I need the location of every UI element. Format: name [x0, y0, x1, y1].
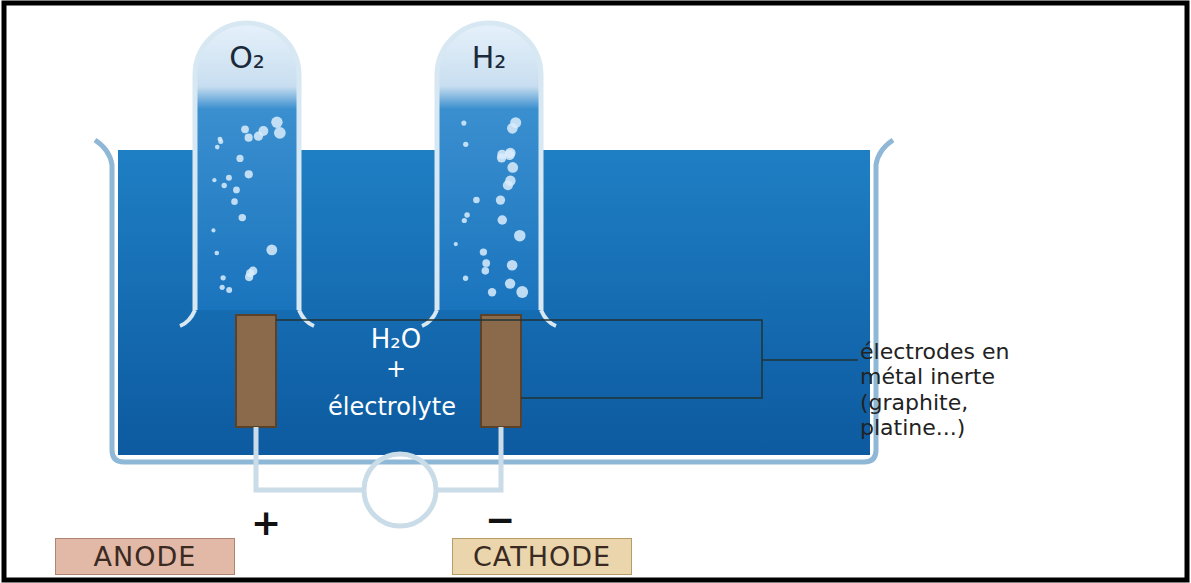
electrode-callout: électrodes en métal inerte (graphite, pl… — [860, 339, 1030, 440]
terminal-name: ANODE — [94, 541, 197, 572]
polarity-sign: + — [251, 502, 281, 543]
electrolyte-label: électrolyte — [328, 394, 456, 422]
generator-symbol — [364, 454, 436, 526]
plus-label: + — [386, 356, 406, 384]
frame — [4, 3, 1187, 580]
terminal-name: CATHODE — [473, 541, 611, 572]
gas-bubbles — [211, 117, 528, 298]
anode-electrode — [236, 315, 276, 427]
terminal-tag: ANODE — [55, 538, 235, 575]
cathode-electrode — [481, 315, 521, 427]
polarity-sign: − — [485, 499, 515, 540]
formula-label: H₂O — [371, 325, 421, 355]
terminal-tag: CATHODE — [452, 538, 632, 575]
leader-line — [276, 320, 858, 398]
test-tubes — [180, 23, 556, 326]
gas-label: O₂ — [229, 41, 265, 76]
gas-label: H₂ — [472, 41, 507, 76]
